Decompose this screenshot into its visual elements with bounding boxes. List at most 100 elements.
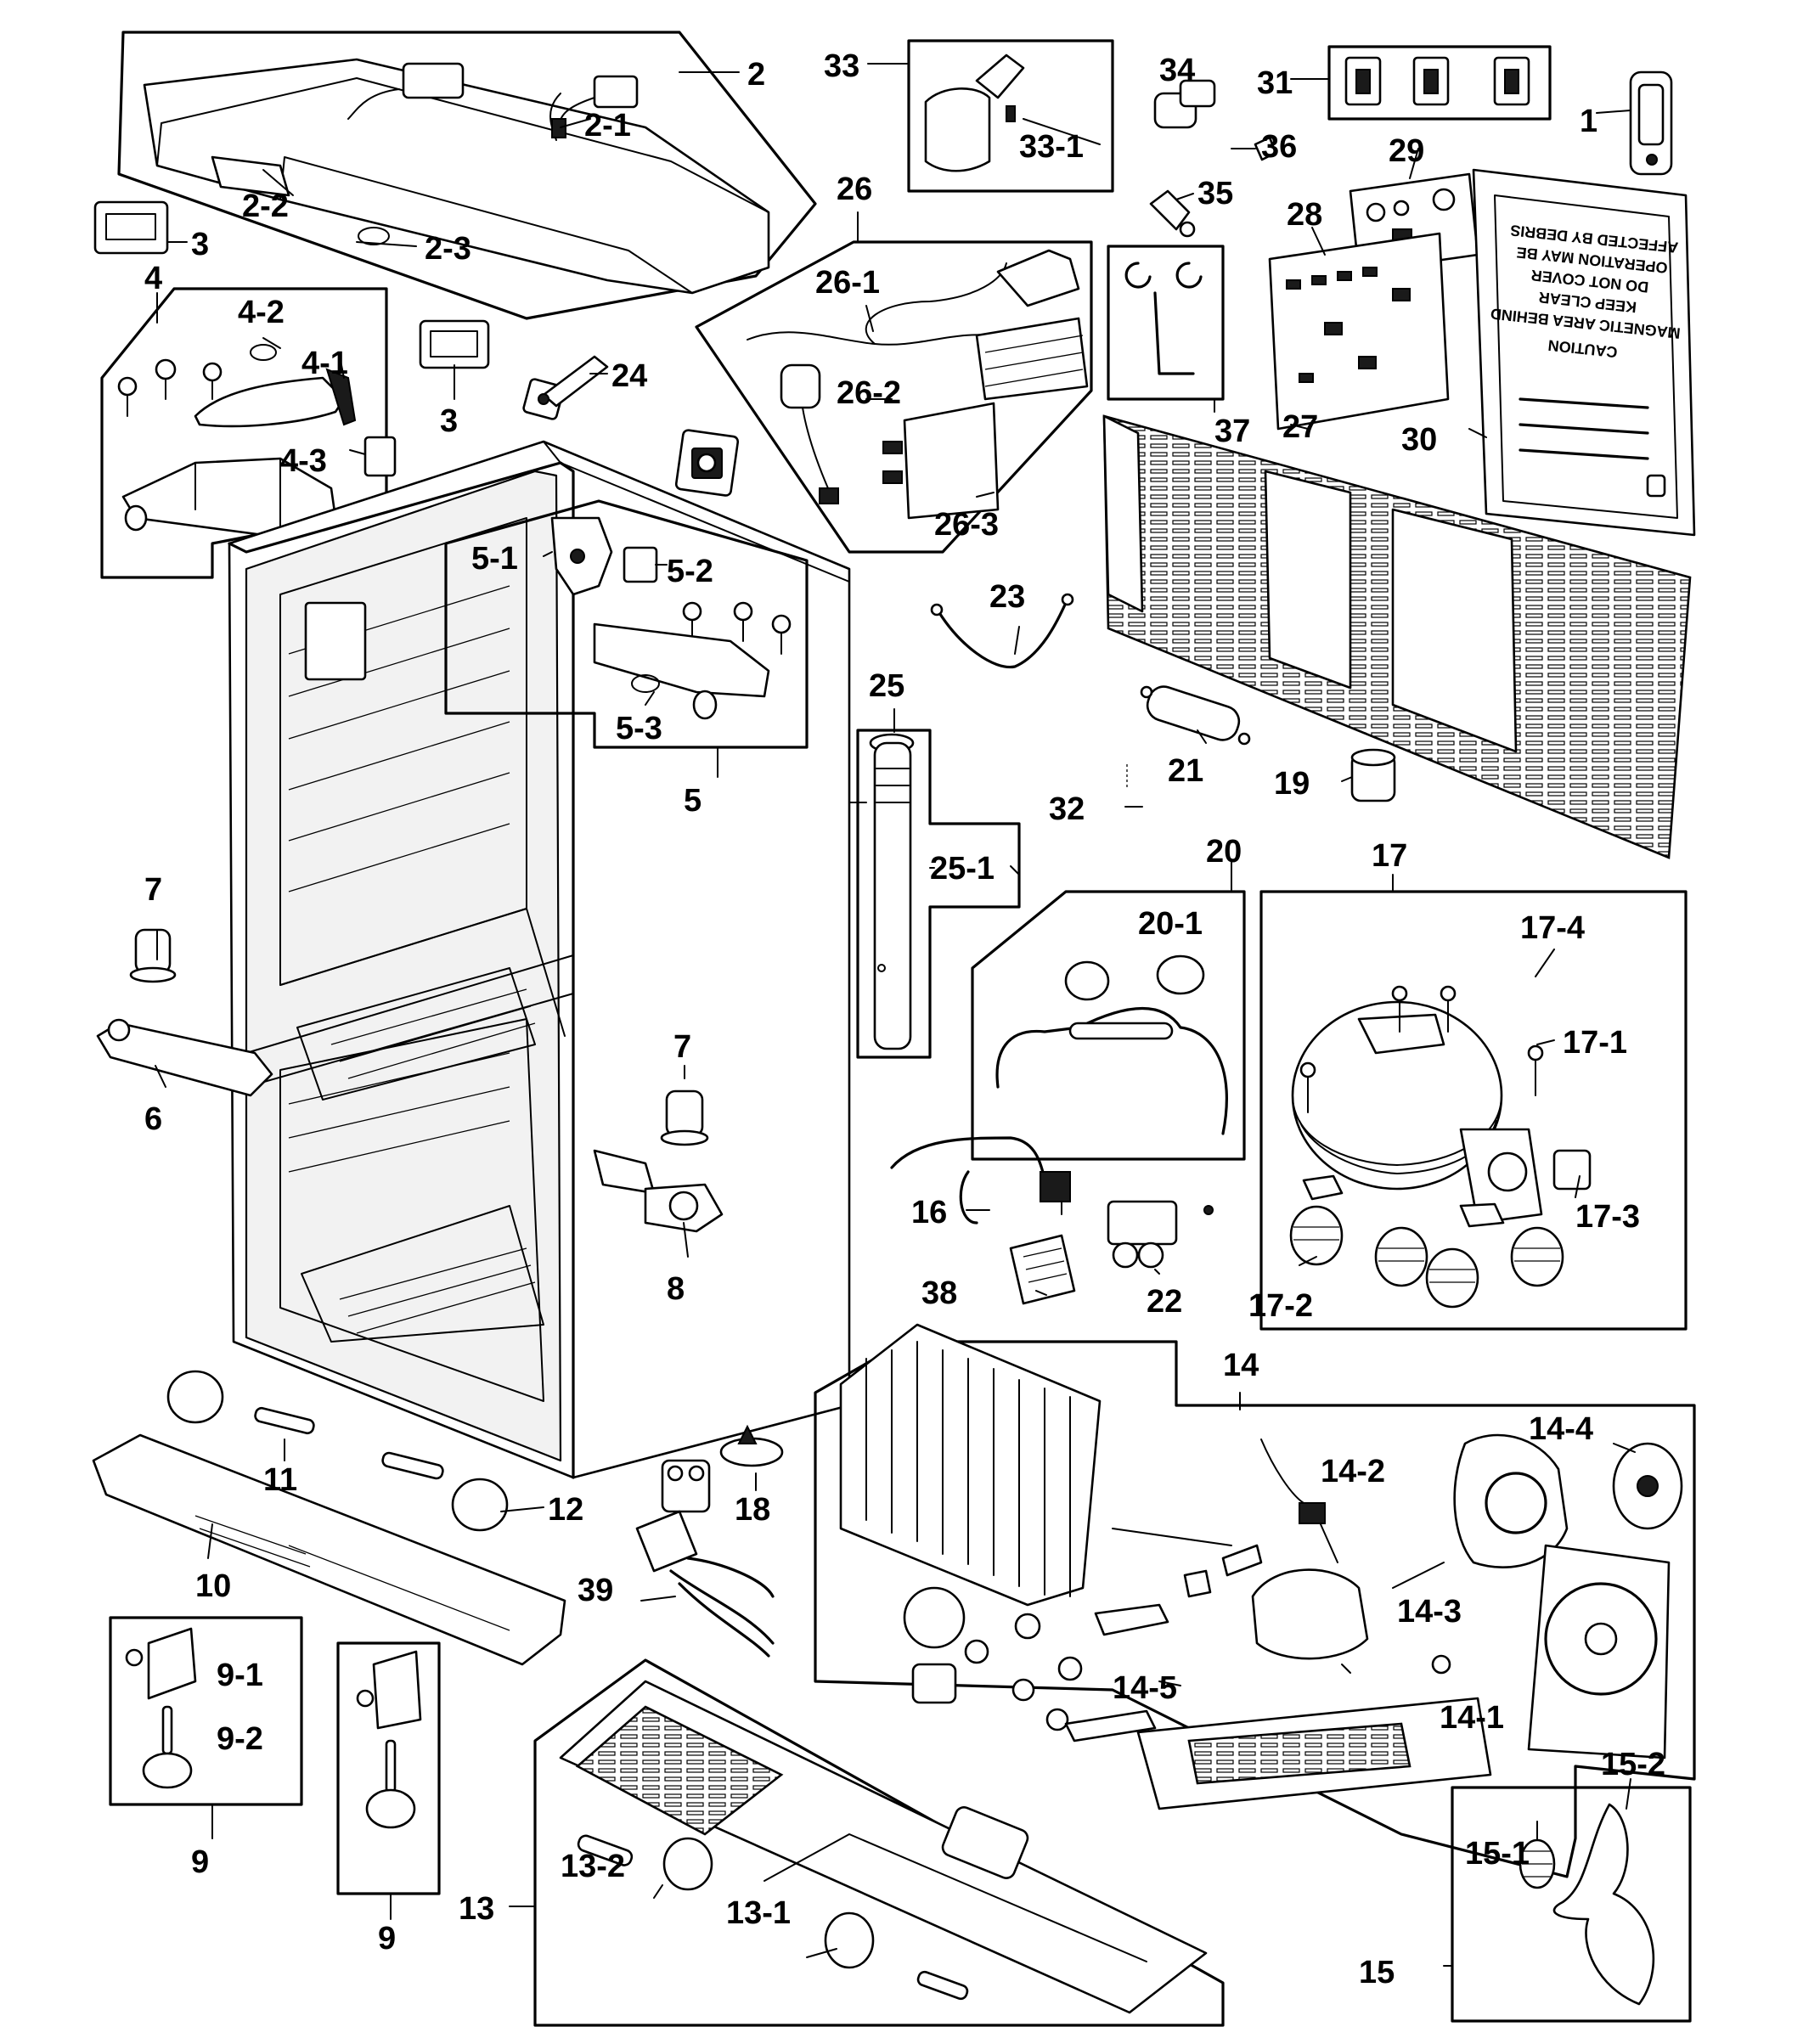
- part-30-caution-cover: CAUTION MAGNETIC AREA BEHIND KEEP CLEAR …: [1472, 168, 1696, 537]
- callout-label: 14-3: [1397, 1594, 1462, 1630]
- callout-label: 9-2: [217, 1721, 263, 1757]
- callout-label: 17-4: [1520, 910, 1585, 946]
- callout-label: 34: [1159, 53, 1195, 88]
- callout-label: 17-1: [1563, 1025, 1627, 1061]
- relay-wiring-assembly: [695, 240, 1093, 554]
- callout-label: 23: [989, 579, 1025, 615]
- callout-label: 7: [144, 872, 162, 908]
- callout-label: 3: [191, 227, 209, 262]
- callout-label: 18: [735, 1492, 770, 1528]
- callout-label: 5-2: [667, 554, 713, 589]
- part-11-axle: [254, 1406, 444, 1480]
- callout-label: 4: [144, 261, 162, 296]
- leader-lines: [155, 63, 1636, 1967]
- callout-label: 4-1: [301, 346, 348, 381]
- callout-label: 5-1: [471, 541, 518, 577]
- rear-grille-panel: [1102, 414, 1692, 859]
- callout-label: 15-2: [1601, 1747, 1665, 1782]
- callout-label: 16: [911, 1195, 947, 1230]
- callout-label: 2-2: [242, 189, 289, 224]
- part-9-leg-right: [336, 1641, 441, 1895]
- callout-label: 39: [578, 1573, 613, 1608]
- part-36-clip: [1254, 136, 1277, 161]
- part-7-cap-left: [129, 928, 177, 983]
- bracket-square: [674, 429, 740, 497]
- part-28-main-pcb: [1268, 232, 1450, 431]
- callout-label: 26-2: [837, 375, 901, 411]
- part-38-cover: [1009, 1234, 1076, 1305]
- callout-label: 19: [1274, 766, 1310, 802]
- callout-label: 9: [191, 1844, 209, 1880]
- callout-label: 13-2: [561, 1849, 625, 1884]
- part-15-fan-blade: [1451, 1786, 1692, 2023]
- hinge-cover-3-top: [93, 200, 169, 255]
- callout-label: 26-1: [815, 265, 880, 301]
- cabinet-body: [228, 440, 851, 1479]
- part-21-dryer: [1140, 685, 1251, 746]
- callout-label: 32: [1049, 791, 1085, 827]
- center-hinge-assembly: [444, 499, 809, 749]
- callout-label: 14-1: [1440, 1700, 1504, 1736]
- callout-label: 28: [1287, 197, 1322, 233]
- callout-label: 5: [684, 783, 702, 819]
- part-23-sensor-wire: [930, 593, 1074, 669]
- callout-label: 13: [459, 1891, 494, 1927]
- compressor-assembly: [1259, 890, 1688, 1331]
- part-35-valve: [1149, 189, 1196, 238]
- part-1-bracket: [1629, 70, 1673, 176]
- callout-label: 2-1: [584, 108, 631, 144]
- callout-label: 30: [1401, 422, 1437, 458]
- callout-label: 8: [667, 1271, 685, 1307]
- callout-label: 14: [1223, 1348, 1259, 1383]
- callout-label: 31: [1257, 65, 1293, 101]
- part-12-rollers: [166, 1370, 509, 1532]
- callout-label: 11: [263, 1462, 297, 1498]
- callout-label: 35: [1197, 176, 1233, 211]
- part-34-fitting: [1153, 79, 1216, 129]
- part-31-terminal-covers: [1327, 45, 1552, 121]
- callout-label: 38: [921, 1275, 957, 1311]
- filter-head-assembly: [907, 39, 1114, 193]
- callout-label: 9: [378, 1921, 396, 1956]
- part-22-water-valve: [1107, 1200, 1214, 1269]
- part-8-lower-hinge-right: [593, 1149, 724, 1233]
- callout-label: 17-2: [1248, 1288, 1313, 1324]
- callout-label: 33: [824, 48, 859, 84]
- callout-label: 26: [837, 172, 872, 207]
- callout-label: 29: [1389, 133, 1424, 169]
- callout-label: 2-3: [425, 231, 471, 267]
- callout-label: 14-5: [1113, 1670, 1177, 1706]
- hinge-cover-3-center: [419, 319, 490, 369]
- callout-label: 36: [1261, 129, 1297, 165]
- callout-label: 17-3: [1575, 1199, 1640, 1235]
- top-cover-assembly: [117, 31, 817, 320]
- part-7-cap-right: [660, 1089, 709, 1146]
- callout-label: 4-3: [280, 443, 327, 479]
- callout-label: 15-1: [1465, 1836, 1530, 1872]
- callout-label: 1: [1580, 104, 1597, 139]
- callout-label: 14-2: [1321, 1454, 1385, 1489]
- part-20-tube-assembly: [971, 890, 1246, 1161]
- callout-label: 22: [1147, 1284, 1182, 1320]
- part-18-clip: [719, 1424, 784, 1467]
- part-9-leg-left: [109, 1616, 303, 1806]
- part-25-drain-pipe: [856, 729, 1021, 1059]
- upper-hinge-assembly-left: [100, 287, 397, 579]
- part-16-wire-harness: [890, 1136, 1071, 1224]
- part-13-base-frame: [533, 1658, 1225, 2027]
- callout-label: 20-1: [1138, 906, 1203, 942]
- callout-label: 5-3: [616, 711, 662, 746]
- part-37-clips-kit: [1107, 245, 1225, 401]
- callout-label: 17: [1372, 838, 1407, 874]
- callout-label: 15: [1359, 1955, 1395, 1990]
- callout-label: 25-1: [930, 851, 995, 887]
- part-6-lower-hinge-left: [96, 1018, 273, 1097]
- callout-label: 9-1: [217, 1658, 263, 1693]
- part-10-front-grille: [92, 1433, 566, 1666]
- callout-label: 4-2: [238, 295, 285, 330]
- callout-label: 10: [195, 1568, 231, 1604]
- callout-label: 25: [869, 668, 904, 704]
- callout-label: 14-4: [1529, 1411, 1593, 1447]
- callout-label: 24: [611, 358, 647, 394]
